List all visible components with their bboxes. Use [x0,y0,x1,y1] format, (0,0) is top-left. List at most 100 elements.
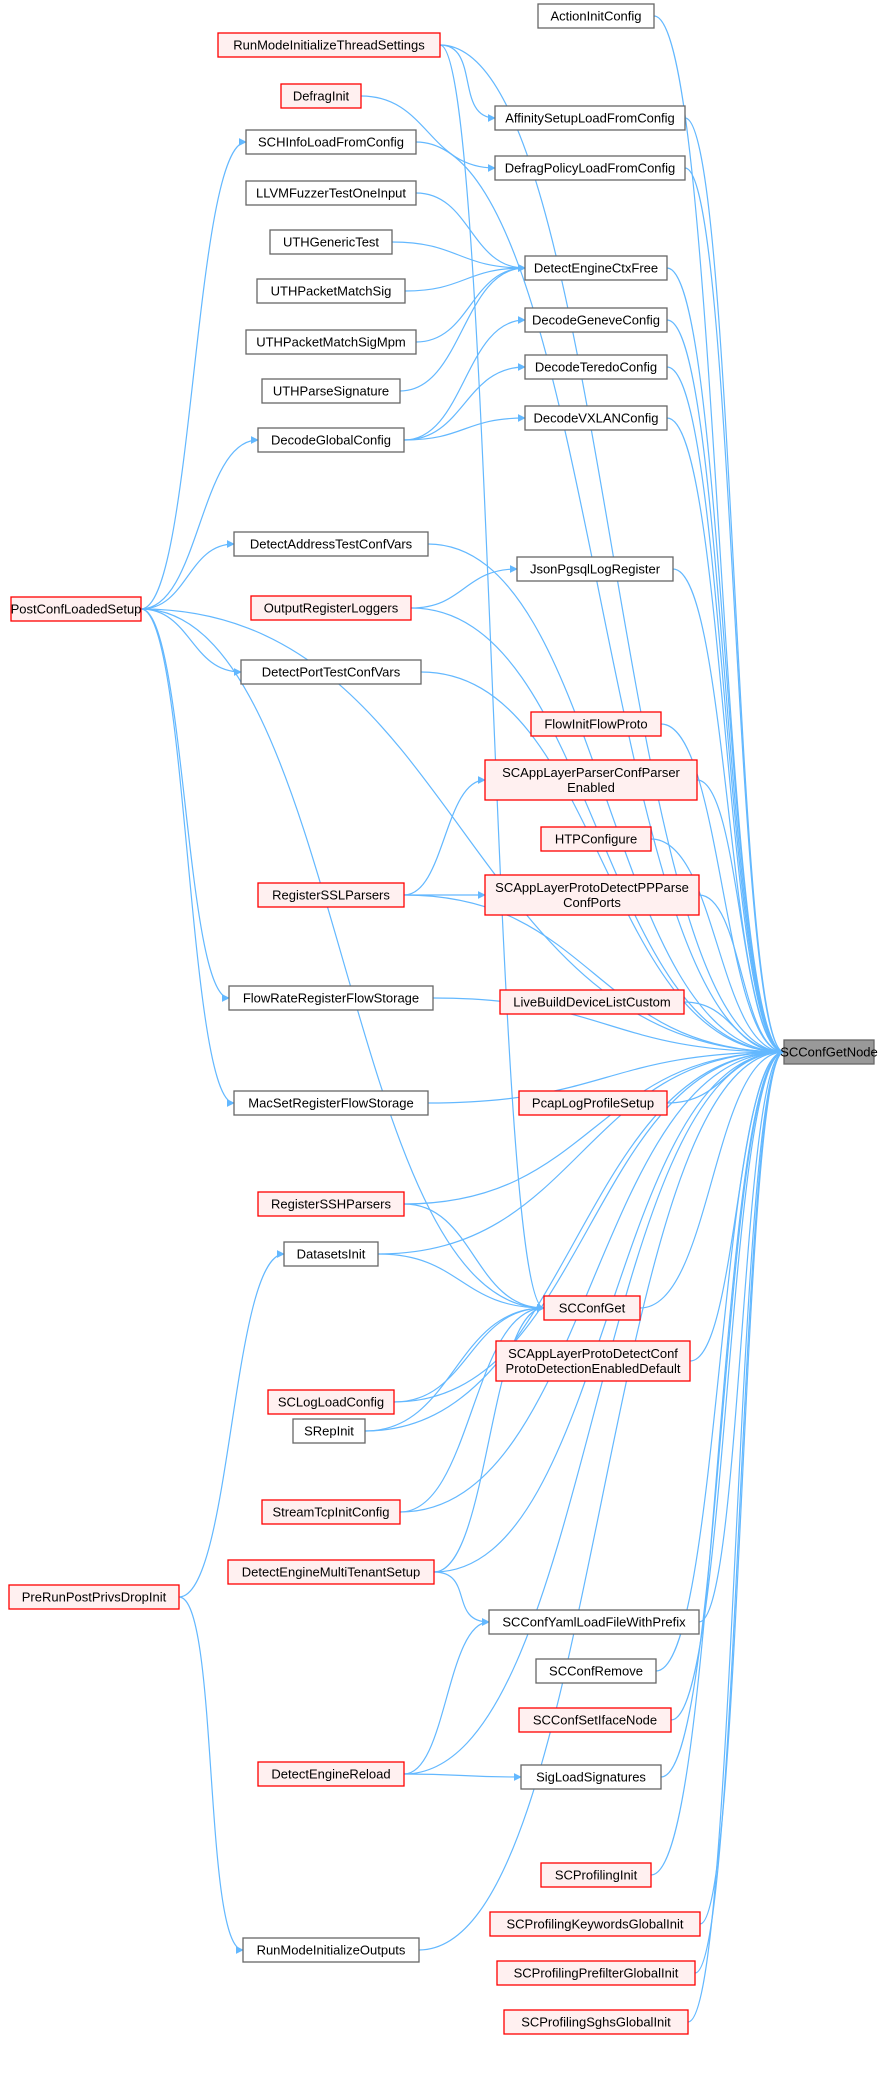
node-decode-vxlan-config[interactable]: DecodeVXLANConfig [524,405,668,431]
node-flow-rate-register-flow-storage[interactable]: FlowRateRegisterFlowStorage [228,985,434,1011]
edge-decode-global-config-to-decode-geneve-config [403,316,526,441]
edge-s-rep-init-to-sc-conf-get-node [364,1048,785,1432]
node-json-pgsql-log-register[interactable]: JsonPgsqlLogRegister [516,556,674,582]
node-detect-port-test-conf-vars[interactable]: DetectPortTestConfVars [240,659,422,685]
edges-layer [140,15,785,2023]
node-stream-tcp-init-config[interactable]: StreamTcpInitConfig [261,1499,401,1525]
node-detect-engine-multi-tenant-setup[interactable]: DetectEngineMultiTenantSetup [227,1559,435,1585]
node-run-mode-initialize-thread-settings[interactable]: RunModeInitializeThreadSettings [217,32,441,58]
edge-flow-init-flow-proto-to-sc-conf-get-node [660,723,785,1056]
node-run-mode-initialize-outputs[interactable]: RunModeInitializeOutputs [242,1937,420,1963]
edge-datasets-init-to-sc-conf-get [377,1253,545,1312]
edge-detect-port-test-conf-vars-to-sc-conf-get-node [420,671,785,1056]
edge-detect-engine-reload-to-sc-conf-get-node [403,1048,785,1775]
node-label: DetectAddressTestConfVars [250,537,413,552]
node-sc-app-layer-proto-detect-conf-proto-detection-enabled-default[interactable]: SCAppLayerProtoDetectConfProtoDetectionE… [495,1340,691,1382]
node-register-ssl-parsers[interactable]: RegisterSSLParsers [257,882,405,908]
node-htp-configure[interactable]: HTPConfigure [540,826,652,852]
node-detect-engine-reload[interactable]: DetectEngineReload [257,1761,405,1787]
node-box [217,32,441,58]
edge-defrag-init-to-defrag-policy-load-from-config [360,95,496,172]
node-label: SCProfilingKeywordsGlobalInit [506,1917,683,1932]
node-uth-parse-signature[interactable]: UTHParseSignature [261,378,401,404]
node-sc-profiling-prefilter-global-init[interactable]: SCProfilingPrefilterGlobalInit [496,1960,696,1986]
node-box [540,1862,652,1888]
edge-uth-parse-signature-to-detect-engine-ctx-free [399,264,526,392]
node-sc-conf-yaml-load-file-with-prefix[interactable]: SCConfYamlLoadFileWithPrefix [488,1609,700,1635]
node-sc-conf-remove[interactable]: SCConfRemove [535,1658,657,1684]
node-uth-packet-match-sig-mpm[interactable]: UTHPacketMatchSigMpm [245,329,417,355]
node-label: SigLoadSignatures [536,1770,646,1785]
node-llvm-fuzzer-test-one-input[interactable]: LLVMFuzzerTestOneInput [245,180,417,206]
node-label: PreRunPostPrivsDropInit [22,1590,167,1605]
node-sc-conf-get-node[interactable]: SCConfGetNode [780,1039,878,1065]
node-sig-load-signatures[interactable]: SigLoadSignatures [520,1764,662,1790]
edge-decode-geneve-config-to-sc-conf-get-node [666,319,785,1056]
node-sc-log-load-config[interactable]: SCLogLoadConfig [267,1389,395,1415]
node-box [484,874,700,916]
node-label: MacSetRegisterFlowStorage [248,1096,413,1111]
node-label: Enabled [567,780,615,795]
node-box [494,105,686,131]
edge-register-ssl-parsers-to-sc-conf-get-node [403,894,785,1056]
node-label: RegisterSSLParsers [272,888,390,903]
edge-uth-generic-test-to-detect-engine-ctx-free [391,241,526,272]
edge-uth-packet-match-sig-to-detect-engine-ctx-free [404,264,526,292]
node-sc-profiling-init[interactable]: SCProfilingInit [540,1862,652,1888]
node-box [242,1937,420,1963]
node-box [245,180,417,206]
node-label: SCConfGetNode [780,1045,878,1060]
node-box [292,1418,366,1444]
node-detect-engine-ctx-free[interactable]: DetectEngineCtxFree [524,255,668,281]
node-box [499,989,685,1015]
edge-sc-profiling-init-to-sc-conf-get-node [650,1048,785,1876]
node-box [524,354,668,380]
node-box [10,596,142,622]
node-action-init-config[interactable]: ActionInitConfig [537,3,655,29]
node-register-ssh-parsers[interactable]: RegisterSSHParsers [257,1191,405,1217]
node-decode-global-config[interactable]: DecodeGlobalConfig [257,427,405,453]
node-sc-profiling-keywords-global-init[interactable]: SCProfilingKeywordsGlobalInit [489,1911,701,1937]
node-defrag-policy-load-from-config[interactable]: DefragPolicyLoadFromConfig [494,155,686,181]
edge-sch-info-load-from-config-to-sc-conf-get-node [415,141,785,1056]
edge-s-rep-init-to-sc-conf-get [364,1304,545,1432]
edge-decode-teredo-config-to-sc-conf-get-node [666,366,785,1056]
node-pre-run-post-privs-drop-init[interactable]: PreRunPostPrivsDropInit [8,1584,180,1610]
edge-register-ssh-parsers-to-sc-conf-get-node [403,1048,785,1205]
node-mac-set-register-flow-storage[interactable]: MacSetRegisterFlowStorage [233,1090,429,1116]
node-uth-packet-match-sig[interactable]: UTHPacketMatchSig [256,278,406,304]
node-box [524,255,668,281]
node-label: DetectPortTestConfVars [262,665,401,680]
node-output-register-loggers[interactable]: OutputRegisterLoggers [250,595,412,621]
node-label: JsonPgsqlLogRegister [530,562,661,577]
node-detect-address-test-conf-vars[interactable]: DetectAddressTestConfVars [233,531,429,557]
node-defrag-init[interactable]: DefragInit [280,83,362,109]
node-s-rep-init[interactable]: SRepInit [292,1418,366,1444]
node-label: PcapLogProfileSetup [532,1096,654,1111]
node-datasets-init[interactable]: DatasetsInit [283,1241,379,1267]
node-label: DetectEngineCtxFree [534,261,658,276]
node-label: DefragInit [293,89,350,104]
node-uth-generic-test[interactable]: UTHGenericTest [269,229,393,255]
node-label: LLVMFuzzerTestOneInput [256,186,406,201]
node-box [543,1295,641,1321]
node-decode-teredo-config[interactable]: DecodeTeredoConfig [524,354,668,380]
node-label: OutputRegisterLoggers [264,601,399,616]
node-box [233,531,429,557]
node-post-conf-loaded-setup[interactable]: PostConfLoadedSetup [10,596,142,622]
node-label: SCAppLayerParserConfParser [502,765,680,780]
edge-detect-engine-reload-to-sig-load-signatures [403,1772,522,1781]
node-affinity-setup-load-from-config[interactable]: AffinitySetupLoadFromConfig [494,105,686,131]
edge-uth-packet-match-sig-mpm-to-detect-engine-ctx-free [415,264,526,343]
node-sch-info-load-from-config[interactable]: SCHInfoLoadFromConfig [245,129,417,155]
node-sc-profiling-sghs-global-init[interactable]: SCProfilingSghsGlobalInit [503,2009,689,2035]
node-decode-geneve-config[interactable]: DecodeGeneveConfig [524,307,668,333]
node-pcap-log-profile-setup[interactable]: PcapLogProfileSetup [518,1090,668,1116]
node-flow-init-flow-proto[interactable]: FlowInitFlowProto [530,711,662,737]
node-sc-conf-get[interactable]: SCConfGet [543,1295,641,1321]
node-sc-conf-set-iface-node[interactable]: SCConfSetIfaceNode [518,1707,672,1733]
node-live-build-device-list-custom[interactable]: LiveBuildDeviceListCustom [499,989,685,1015]
node-box [494,155,686,181]
